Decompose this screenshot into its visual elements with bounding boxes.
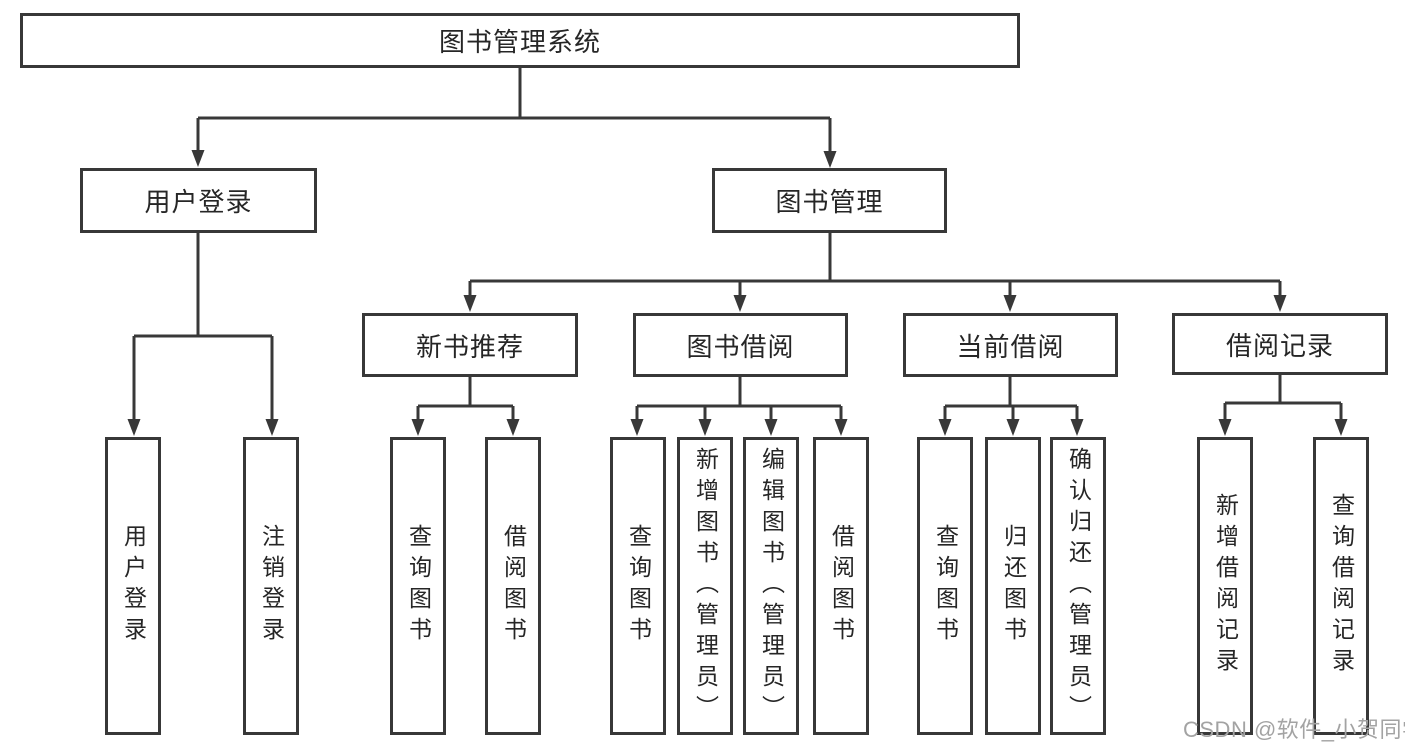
node-new-book-recommend: 新书推荐 [362, 313, 578, 377]
leaf-add-borrow-record-label: 新增借阅记录 [1212, 493, 1239, 679]
leaf-query-borrow-record-label: 查询借阅记录 [1328, 493, 1355, 679]
node-book-borrow: 图书借阅 [633, 313, 848, 377]
leaf-borrow-books-label: 借阅图书 [828, 524, 855, 648]
leaf-return-book: 归还图书 [985, 437, 1041, 735]
node-current-borrow-label: 当前借阅 [956, 331, 1065, 362]
leaf-add-borrow-record: 新增借阅记录 [1197, 437, 1253, 735]
leaf-borrow-books-recommend-label: 借阅图书 [500, 524, 527, 648]
leaf-confirm-return-admin-label: 确认归还（管理员） [1065, 446, 1092, 726]
csdn-watermark: CSDN @软件_小贺同学 [1183, 717, 1405, 742]
leaf-borrow-books: 借阅图书 [813, 437, 869, 735]
leaf-user-login: 用户登录 [105, 437, 161, 735]
leaf-add-book-admin: 新增图书（管理员） [677, 437, 733, 735]
node-user-login-label: 用户登录 [144, 187, 253, 217]
node-book-management-label: 图书管理 [775, 187, 884, 217]
leaf-query-books-current-label: 查询图书 [932, 524, 959, 648]
leaf-confirm-return-admin: 确认归还（管理员） [1050, 437, 1106, 735]
node-current-borrow: 当前借阅 [903, 313, 1118, 377]
node-borrow-records: 借阅记录 [1172, 313, 1388, 375]
node-borrow-records-label: 借阅记录 [1225, 330, 1334, 361]
leaf-add-book-admin-label: 新增图书（管理员） [692, 446, 719, 726]
leaf-logout-label: 注销登录 [258, 524, 285, 648]
leaf-logout: 注销登录 [243, 437, 299, 735]
leaf-query-books-recommend: 查询图书 [390, 437, 446, 735]
node-new-book-recommend-label: 新书推荐 [415, 331, 524, 362]
leaf-edit-book-admin-label: 编辑图书（管理员） [758, 446, 785, 726]
leaf-user-login-label: 用户登录 [120, 524, 147, 648]
leaf-query-books-borrow: 查询图书 [610, 437, 666, 735]
node-root-label: 图书管理系统 [438, 27, 601, 57]
node-root-library-system: 图书管理系统 [20, 13, 1020, 68]
node-book-management: 图书管理 [712, 168, 947, 233]
leaf-query-books-borrow-label: 查询图书 [625, 524, 652, 648]
leaf-borrow-books-recommend: 借阅图书 [485, 437, 541, 735]
leaf-query-books-current: 查询图书 [917, 437, 973, 735]
leaf-query-books-recommend-label: 查询图书 [405, 524, 432, 648]
leaf-edit-book-admin: 编辑图书（管理员） [743, 437, 799, 735]
leaf-return-book-label: 归还图书 [1000, 524, 1027, 648]
leaf-query-borrow-record: 查询借阅记录 [1313, 437, 1369, 735]
node-book-borrow-label: 图书借阅 [686, 331, 795, 362]
node-user-login: 用户登录 [80, 168, 317, 233]
